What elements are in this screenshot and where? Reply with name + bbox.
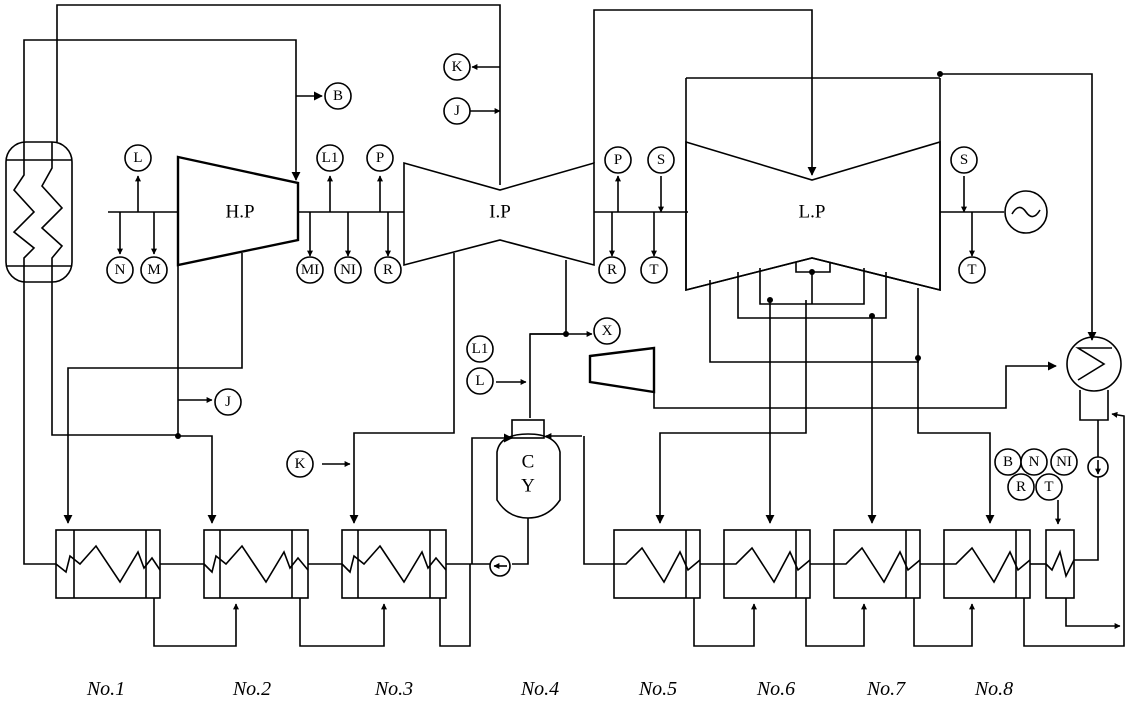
svg-text:S: S <box>960 152 968 168</box>
svg-text:N: N <box>115 262 126 278</box>
point-MI: MI <box>296 256 324 284</box>
point-T2: T <box>958 256 986 284</box>
heater-8 <box>943 529 1031 599</box>
hp-ip-crossover <box>298 175 404 257</box>
stage-label-1: No.1 <box>86 678 125 700</box>
point-L1b: L1 <box>466 335 494 363</box>
svg-text:T: T <box>967 262 976 278</box>
svg-text:L: L <box>133 150 142 166</box>
auxiliary-turbine <box>588 346 1057 409</box>
point-NI: NI <box>334 256 362 284</box>
lp-label: L.P <box>799 202 826 223</box>
hp-inlet-line <box>108 175 178 255</box>
lp-turbine: L.P <box>685 77 941 292</box>
deaerator-line2: Y <box>521 476 535 497</box>
svg-text:L1: L1 <box>472 341 489 357</box>
hp-drain-lines <box>63 253 513 564</box>
point-K: K <box>443 53 471 81</box>
deaerator: C Y <box>489 379 582 577</box>
point-K2: K <box>286 450 314 478</box>
point-J2: J <box>214 388 242 416</box>
hp-turbine: H.P <box>176 155 300 267</box>
svg-text:MI: MI <box>301 262 319 278</box>
ip-turbine: I.P <box>403 161 595 267</box>
heater-1 <box>55 529 161 599</box>
svg-text:B: B <box>1003 454 1013 470</box>
ip-extractions <box>349 253 593 524</box>
point-Rc: R <box>1007 473 1035 501</box>
point-L: L <box>124 144 152 172</box>
point-S: S <box>647 146 675 174</box>
feedwater-chain <box>153 411 1125 647</box>
point-labels: L N M L1 P MI NI R B K J P S R T S T X L… <box>106 53 1078 501</box>
svg-text:X: X <box>602 323 613 339</box>
point-NIc: NI <box>1050 448 1078 476</box>
point-B: B <box>324 82 352 110</box>
hp-label: H.P <box>225 202 254 223</box>
deaerator-line1: C <box>522 452 535 473</box>
generator <box>1004 190 1048 234</box>
stage-label-2: No.2 <box>232 678 271 700</box>
stage-label-6: No.6 <box>756 678 795 700</box>
ip-lp-crossover <box>594 175 688 257</box>
point-R2: R <box>598 256 626 284</box>
lp-right-connections <box>937 71 1097 341</box>
stage-label-5: No.5 <box>638 678 677 700</box>
svg-text:R: R <box>383 262 393 278</box>
stage-label-4: No.4 <box>520 678 559 700</box>
stage-label-3: No.3 <box>374 678 413 700</box>
main-steam-lines <box>23 4 501 565</box>
ip-label: I.P <box>489 202 511 223</box>
svg-text:T: T <box>1044 479 1053 495</box>
stage-labels: No.1 No.2 No.3 No.4 No.5 No.6 No.7 No.8 <box>86 678 1013 700</box>
condenser <box>1066 336 1122 421</box>
svg-text:N: N <box>1029 454 1040 470</box>
svg-text:L1: L1 <box>322 150 339 166</box>
point-L1: L1 <box>316 144 344 172</box>
point-Tc: T <box>1035 473 1063 501</box>
svg-text:P: P <box>376 150 384 166</box>
svg-text:P: P <box>614 152 622 168</box>
lp-extraction-lines <box>655 262 995 524</box>
svg-text:S: S <box>657 152 665 168</box>
svg-text:T: T <box>649 262 658 278</box>
svg-text:J: J <box>454 103 460 119</box>
point-X: X <box>593 317 621 345</box>
condensate-pump <box>1074 420 1109 561</box>
point-M: M <box>140 256 168 284</box>
point-Bc: B <box>994 448 1022 476</box>
svg-text:K: K <box>295 456 306 472</box>
heater-5 <box>613 529 701 599</box>
point-R: R <box>374 256 402 284</box>
heater-2 <box>203 529 309 599</box>
svg-text:NI: NI <box>1056 454 1072 470</box>
point-T: T <box>640 256 668 284</box>
ip-top-connections <box>470 9 817 176</box>
svg-text:NI: NI <box>340 262 356 278</box>
heater-6 <box>723 529 811 599</box>
svg-text:R: R <box>607 262 617 278</box>
point-Lb: L <box>466 367 494 395</box>
stage-label-8: No.8 <box>974 678 1013 700</box>
svg-text:M: M <box>147 262 160 278</box>
point-P2: P <box>604 146 632 174</box>
point-N: N <box>106 256 134 284</box>
heater-7 <box>833 529 921 599</box>
svg-text:B: B <box>333 88 343 104</box>
svg-text:R: R <box>1016 479 1026 495</box>
boiler <box>5 141 73 283</box>
stage-label-7: No.7 <box>866 678 906 700</box>
point-S2: S <box>950 146 978 174</box>
point-J: J <box>443 97 471 125</box>
heater-3 <box>341 529 447 599</box>
gland-cooler <box>1045 500 1121 629</box>
point-P: P <box>366 144 394 172</box>
svg-text:J: J <box>225 394 231 410</box>
point-Nc: N <box>1020 448 1048 476</box>
svg-text:L: L <box>475 373 484 389</box>
svg-text:K: K <box>452 59 463 75</box>
